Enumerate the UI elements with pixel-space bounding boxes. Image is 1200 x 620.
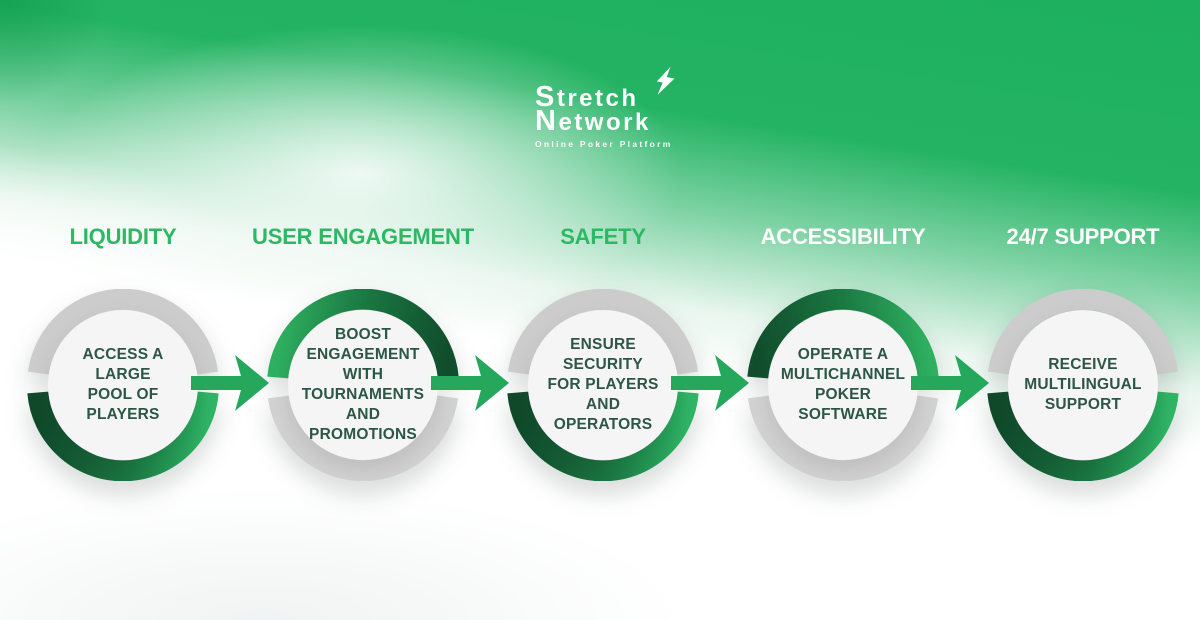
step-1-ring (27, 289, 219, 481)
step-1-description: ACCESS A LARGE POOL OF PLAYERS (82, 345, 164, 424)
step-3-title: SAFETY (560, 224, 646, 249)
step-5-description: RECEIVE MULTILINGUAL SUPPORT (1024, 355, 1142, 414)
step-3-inner-circle: ENSURE SECURITY FOR PLAYERS AND OPERATOR… (528, 310, 678, 460)
arrow-right-icon (911, 355, 989, 411)
step-1-inner-circle: ACCESS A LARGE POOL OF PLAYERS (48, 310, 198, 460)
step-4-circle: OPERATE A MULTICHANNEL POKER SOFTWARE (747, 289, 939, 481)
step-2-title: USER ENGAGEMENT (252, 224, 474, 249)
step-2-description: BOOST ENGAGEMENT WITH TOURNAMENTS AND PR… (301, 325, 425, 444)
step-3-description: ENSURE SECURITY FOR PLAYERS AND OPERATOR… (547, 335, 659, 434)
step-2-circle: BOOST ENGAGEMENT WITH TOURNAMENTS AND PR… (267, 289, 459, 481)
step-4-inner-circle: OPERATE A MULTICHANNEL POKER SOFTWARE (768, 310, 918, 460)
step-2-inner-circle: BOOST ENGAGEMENT WITH TOURNAMENTS AND PR… (288, 310, 438, 460)
step-5-title: 24/7 SUPPORT (1006, 224, 1160, 249)
step-5-circle: RECEIVE MULTILINGUAL SUPPORT (987, 289, 1179, 481)
step-1-title: LIQUIDITY (69, 224, 177, 249)
step-2-ring (267, 289, 459, 481)
step-1-circle: ACCESS A LARGE POOL OF PLAYERS (27, 289, 219, 481)
arrow-right-icon (671, 355, 749, 411)
step-5-ring (987, 289, 1179, 481)
brand-tagline: Online Poker Platform (535, 139, 673, 149)
step-3-ring (507, 289, 699, 481)
brand-logo: Stretch Network Online Poker Platform (535, 66, 695, 149)
step-4-description: OPERATE A MULTICHANNEL POKER SOFTWARE (780, 345, 906, 424)
step-5-inner-circle: RECEIVE MULTILINGUAL SUPPORT (1008, 310, 1158, 460)
step-3-circle: ENSURE SECURITY FOR PLAYERS AND OPERATOR… (507, 289, 699, 481)
brand-name-line2: Network (535, 105, 651, 137)
step-4-ring (747, 289, 939, 481)
arrow-right-icon (431, 355, 509, 411)
lightning-bolt-icon (656, 66, 675, 95)
brand-name-line1: Stretch (535, 81, 639, 113)
arrow-right-icon (191, 355, 269, 411)
step-4-title: ACCESSIBILITY (760, 224, 926, 249)
